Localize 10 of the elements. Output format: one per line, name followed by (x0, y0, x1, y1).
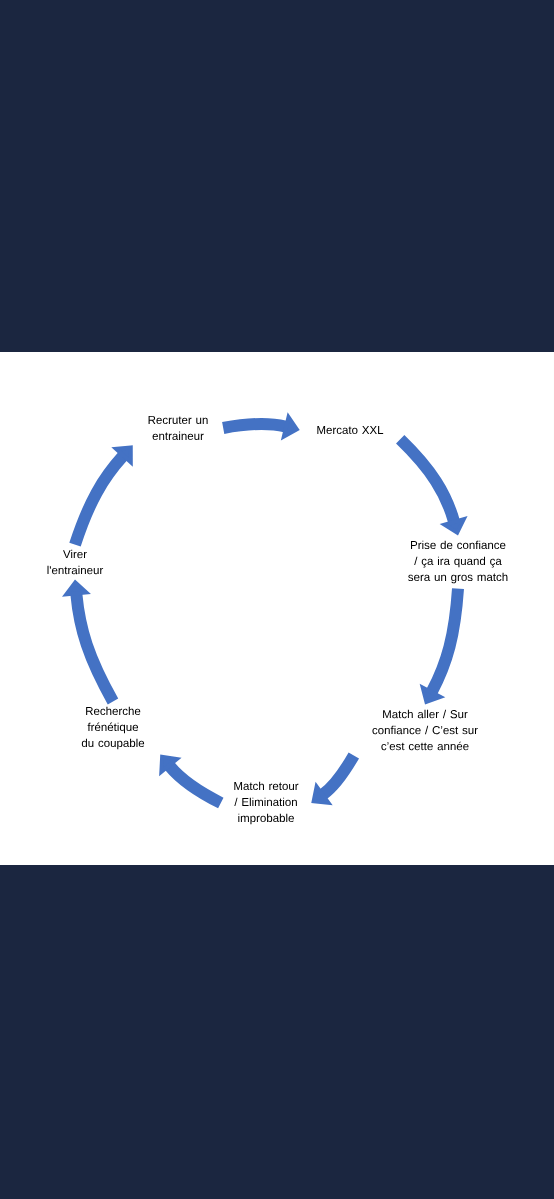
curved-arrow (69, 445, 133, 547)
curved-arrow (159, 754, 224, 809)
step-label: Match retour / Elimination improbable (234, 781, 299, 825)
step-label: Virer l'entraineur (47, 549, 104, 575)
step-label: Mercato XXL (317, 426, 384, 434)
step-label: Prise de confiance / ça ira quand ça sera un gros match (408, 540, 508, 584)
step-label: Recherche frénétique du coupable (81, 706, 145, 750)
step-label: Recruter un entraineur (148, 416, 208, 440)
step-label: Match aller / Sur confiance / C’est sur c’est cette année (372, 709, 478, 751)
curved-arrow (311, 752, 359, 806)
